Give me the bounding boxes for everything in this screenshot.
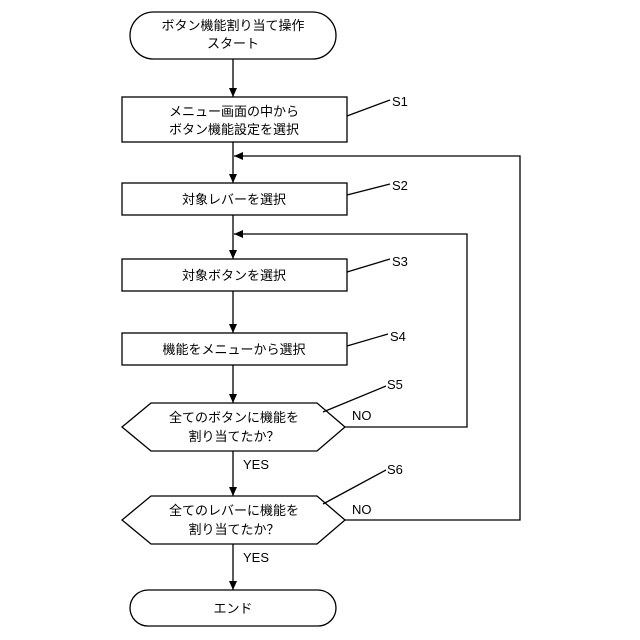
start-line1: ボタン機能割り当て操作 — [161, 18, 304, 33]
s1-step-label: S1 — [392, 94, 408, 109]
start-terminator: ボタン機能割り当て操作 スタート — [130, 12, 336, 59]
s5-line2: 割り当てたか？ — [188, 429, 279, 444]
process-s2: 対象レバーを選択 — [122, 183, 347, 215]
s4-step-label: S4 — [390, 329, 406, 344]
s3-leader — [347, 259, 390, 272]
s1-line2: ボタン機能設定を選択 — [169, 122, 299, 137]
s6-yes-label: YES — [243, 550, 269, 565]
s4-text: 機能をメニューから選択 — [162, 342, 305, 357]
s3-text: 対象ボタンを選択 — [182, 268, 286, 283]
s6-step-label: S6 — [387, 462, 403, 477]
s3-step-label: S3 — [392, 254, 408, 269]
s2-leader — [347, 184, 390, 195]
s5-yes-label: YES — [243, 457, 269, 472]
process-s3: 対象ボタンを選択 — [122, 259, 347, 291]
decision-s6: 全てのレバーに機能を 割り当てたか？ — [122, 496, 345, 544]
s5-step-label: S5 — [387, 377, 403, 392]
process-s4: 機能をメニューから選択 — [122, 333, 347, 365]
start-line2: スタート — [207, 36, 259, 51]
end-terminator: エンド — [130, 590, 336, 626]
s6-leader — [323, 470, 386, 504]
end-text: エンド — [213, 601, 252, 616]
s6-line2: 割り当てたか？ — [188, 522, 279, 537]
s1-leader — [347, 100, 390, 116]
s1-line1: メニュー画面の中から — [169, 104, 299, 119]
process-s1: メニュー画面の中から ボタン機能設定を選択 — [122, 97, 347, 142]
s2-step-label: S2 — [392, 178, 408, 193]
s4-leader — [347, 334, 388, 346]
s6-line1: 全てのレバーに機能を — [169, 503, 299, 518]
s5-no-label: NO — [352, 408, 372, 423]
s2-text: 対象レバーを選択 — [182, 192, 286, 207]
s6-no-label: NO — [352, 502, 372, 517]
decision-s5: 全てのボタンに機能を 割り当てたか？ — [122, 403, 345, 451]
s5-line1: 全てのボタンに機能を — [169, 410, 299, 425]
